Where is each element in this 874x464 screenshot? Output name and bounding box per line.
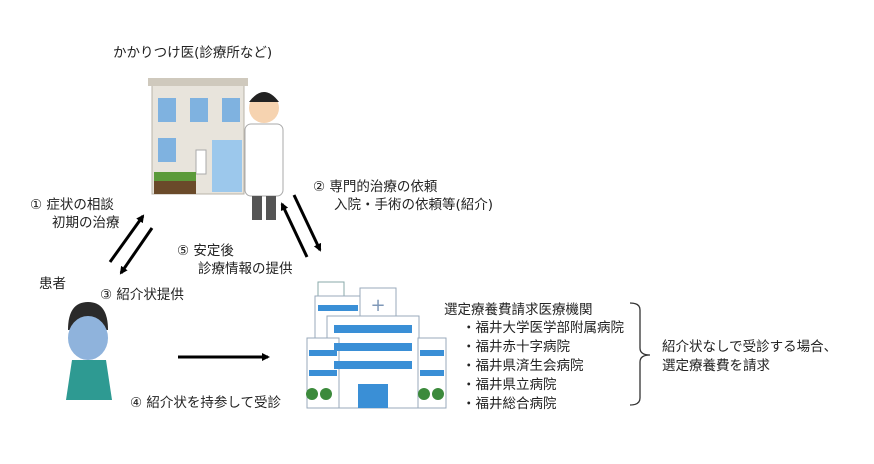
hospital-list-title: 選定療養費請求医療機関 [444,302,593,318]
hospital-list-item: ・福井大学医学部附属病院 [462,320,624,336]
clinic-label: かかりつけ医(診療所など) [113,45,273,61]
arrow-referral-letter [119,227,154,275]
hospital-list-item: ・福井赤十字病院 [462,339,570,355]
hospital-list-item: ・福井総合病院 [462,396,557,412]
arrow-consult [108,214,145,263]
arrow-info [280,202,309,258]
doctor-icon [244,92,284,220]
patient-icon [66,302,112,400]
step2-line2: 入院・手術の依頼等(紹介) [334,197,494,213]
step1-line2: 初期の治療 [52,215,120,231]
brace [629,302,651,406]
hospital-list-item: ・福井県済生会病院 [462,358,584,374]
step2-line1: ② 専門的治療の依頼 [313,179,438,195]
step3-label: ③ 紹介状提供 [100,287,184,303]
step5-line1: ⑤ 安定後 [177,243,234,259]
clinic-building-icon [148,78,248,195]
patient-label: 患者 [39,276,66,292]
note-line2: 選定療養費を請求 [662,358,770,374]
svg-text:+: + [370,295,385,316]
note-line1: 紹介状なしで受診する場合、 [662,339,838,355]
step4-label: ④ 紹介状を持参して受診 [130,395,281,411]
arrow-request [292,194,322,252]
hospital-list-item: ・福井県立病院 [462,377,557,393]
hospital-building-icon: + [306,281,447,409]
step5-line2: 診療情報の提供 [198,261,293,277]
step1-line1: ① 症状の相談 [30,197,114,213]
